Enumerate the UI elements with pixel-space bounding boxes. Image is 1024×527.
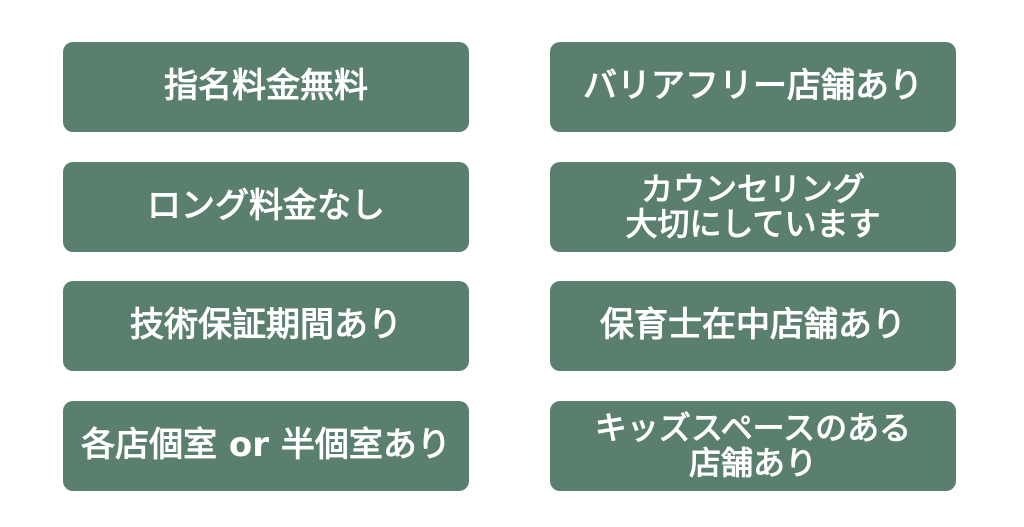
feature-label: 指名料金無料	[164, 66, 368, 107]
feature-card-technical-guarantee: 技術保証期間あり	[63, 281, 469, 371]
feature-label: バリアフリー店舗あり	[583, 66, 923, 107]
feature-label: 保育士在中店舗あり	[600, 305, 906, 346]
feature-label: ロング料金なし	[147, 186, 385, 227]
feature-label: 各店個室 or 半個室あり	[81, 425, 451, 466]
feature-card-nomination-fee-free: 指名料金無料	[63, 42, 469, 132]
feature-label-line1: カウンセリング	[640, 170, 865, 209]
feature-label-line2: 大切にしています	[625, 205, 881, 243]
feature-card-counseling: カウンセリング 大切にしています	[550, 162, 956, 252]
feature-card-no-long-fee: ロング料金なし	[63, 162, 469, 252]
feature-card-barrier-free: バリアフリー店舗あり	[550, 42, 956, 132]
feature-card-nursery-staff: 保育士在中店舗あり	[550, 281, 956, 371]
feature-label-line1: キッズスペースのある	[594, 409, 912, 448]
feature-card-kids-space: キッズスペースのある 店舗あり	[550, 401, 956, 491]
feature-label: 技術保証期間あり	[130, 305, 402, 346]
feature-card-private-rooms: 各店個室 or 半個室あり	[63, 401, 469, 491]
feature-label-line2: 店舗あり	[688, 444, 817, 482]
